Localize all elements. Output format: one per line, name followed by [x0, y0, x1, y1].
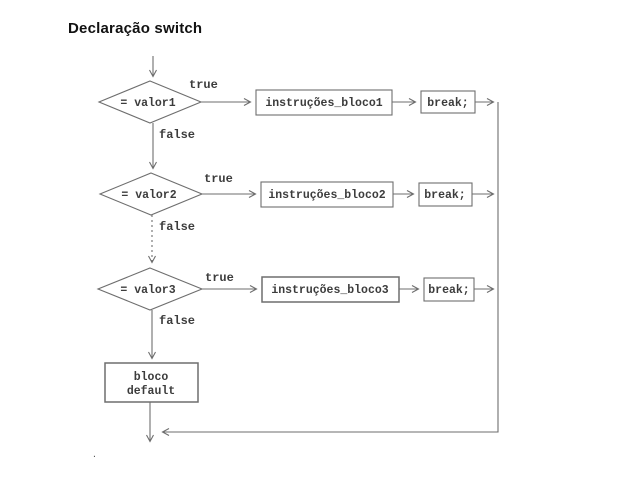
true-label-2: true: [204, 172, 233, 186]
default-box: [104, 362, 199, 403]
action-box-2: [260, 181, 394, 208]
default-label-line2: default: [127, 385, 175, 398]
decision-label-2: = valor2: [121, 189, 176, 202]
true-label-3: true: [205, 271, 234, 285]
decision-label-1: = valor1: [120, 97, 175, 110]
action-label-2: instruções_bloco2: [268, 189, 385, 202]
break-label-1: break;: [427, 97, 468, 110]
page-title: Declaração switch: [68, 20, 203, 37]
action-box-3: [261, 276, 400, 303]
action-label-1: instruções_bloco1: [265, 97, 382, 110]
footnote-mark: .: [92, 451, 97, 460]
default-label-line1: bloco: [134, 371, 169, 384]
decision-label-3: = valor3: [120, 284, 175, 297]
false-label-2: false: [159, 220, 195, 234]
decision-diamond-3: [96, 267, 204, 311]
decision-diamond-2: [98, 172, 204, 216]
action-box-1: [255, 89, 393, 116]
connector-return-spine: [161, 102, 499, 436]
false-label-3: false: [159, 314, 195, 328]
break-label-2: break;: [424, 189, 465, 202]
break-label-3: break;: [428, 284, 469, 297]
true-label-1: true: [189, 78, 218, 92]
decision-diamond-1: [97, 80, 203, 124]
action-label-3: instruções_bloco3: [271, 284, 388, 297]
false-label-1: false: [159, 128, 195, 142]
